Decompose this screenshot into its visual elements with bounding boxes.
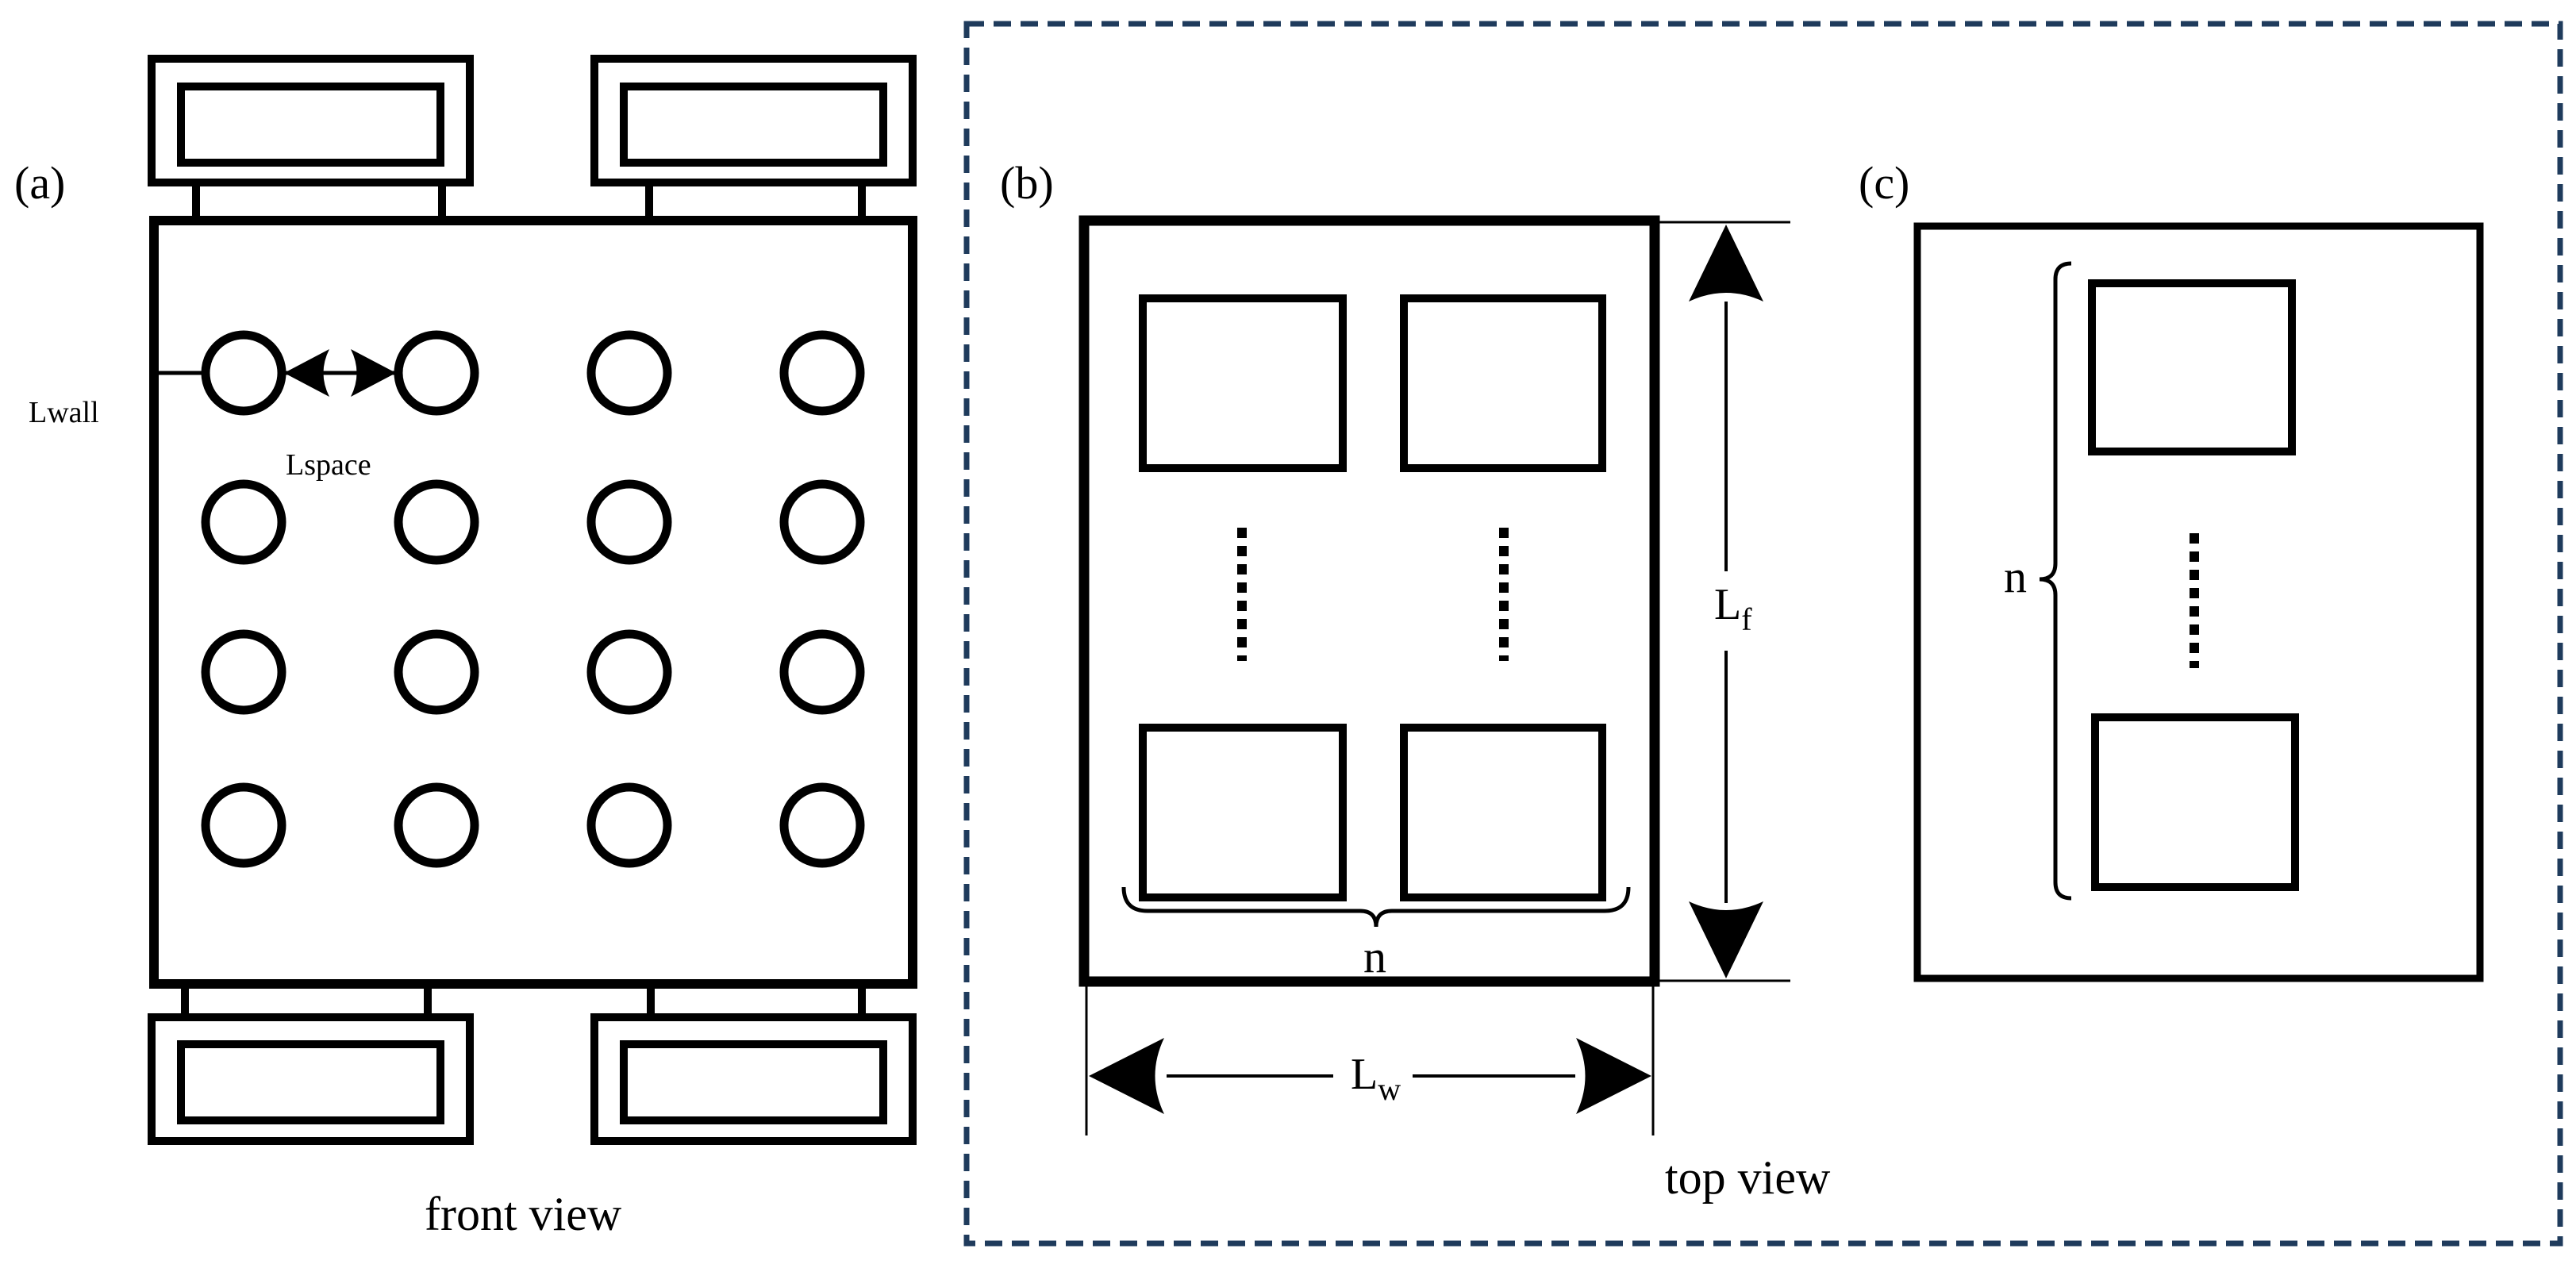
width-arrowheads — [1089, 1038, 1651, 1114]
hole — [201, 330, 286, 416]
panel-a: (a) — [14, 55, 917, 1240]
compartment — [1139, 724, 1347, 901]
panel-a-tag: (a) — [14, 157, 65, 209]
hole — [394, 479, 479, 565]
hole — [586, 330, 672, 416]
bottom-left-wheel — [148, 980, 474, 1145]
space-dimension-arrow — [284, 349, 396, 397]
top-right-wheel — [590, 55, 917, 225]
hole — [394, 782, 479, 868]
wall-label: Lwall — [29, 396, 99, 429]
compartment — [1400, 724, 1606, 901]
compartment — [1400, 294, 1606, 472]
hole — [779, 629, 865, 715]
width-label-sub: w — [1378, 1071, 1401, 1107]
hole — [779, 479, 865, 565]
top-body-c — [1913, 222, 2484, 982]
length-label-main: L — [1714, 580, 1741, 629]
panel-c: (c) n top view — [1665, 157, 2484, 1204]
front-view-caption: front view — [425, 1188, 622, 1240]
compartment — [2091, 713, 2299, 891]
panel-b-tag: (b) — [1000, 157, 1054, 209]
hole — [779, 330, 865, 416]
count-label-c: n — [2004, 551, 2027, 602]
length-label-sub: f — [1741, 601, 1752, 637]
compartment — [2088, 279, 2296, 455]
hole — [779, 782, 865, 868]
compartment — [1139, 294, 1347, 472]
hole — [201, 782, 286, 868]
top-body-b — [1078, 215, 1660, 987]
hole — [394, 330, 479, 416]
hole-grid — [201, 330, 865, 868]
panel-b: (b) n Lw Lf — [1000, 157, 1790, 1135]
hole — [586, 629, 672, 715]
hole — [586, 479, 672, 565]
count-brace-c — [2039, 261, 2072, 901]
top-view-frame — [963, 21, 2563, 1247]
bottom-right-wheel — [590, 980, 917, 1145]
length-label: Lf — [1714, 580, 1752, 637]
space-label: Lspace — [286, 448, 371, 482]
hole — [201, 479, 286, 565]
panel-c-tag: (c) — [1859, 157, 1909, 209]
length-arrowheads — [1689, 225, 1763, 978]
hole — [201, 629, 286, 715]
count-label-b: n — [1363, 931, 1386, 982]
front-body — [149, 216, 917, 989]
top-left-wheel — [148, 55, 474, 225]
width-label: Lw — [1351, 1050, 1401, 1107]
hole — [394, 629, 479, 715]
hole — [586, 782, 672, 868]
top-view-caption: top view — [1665, 1151, 1831, 1204]
width-label-main: L — [1351, 1050, 1378, 1099]
count-brace-b — [1121, 886, 1631, 928]
